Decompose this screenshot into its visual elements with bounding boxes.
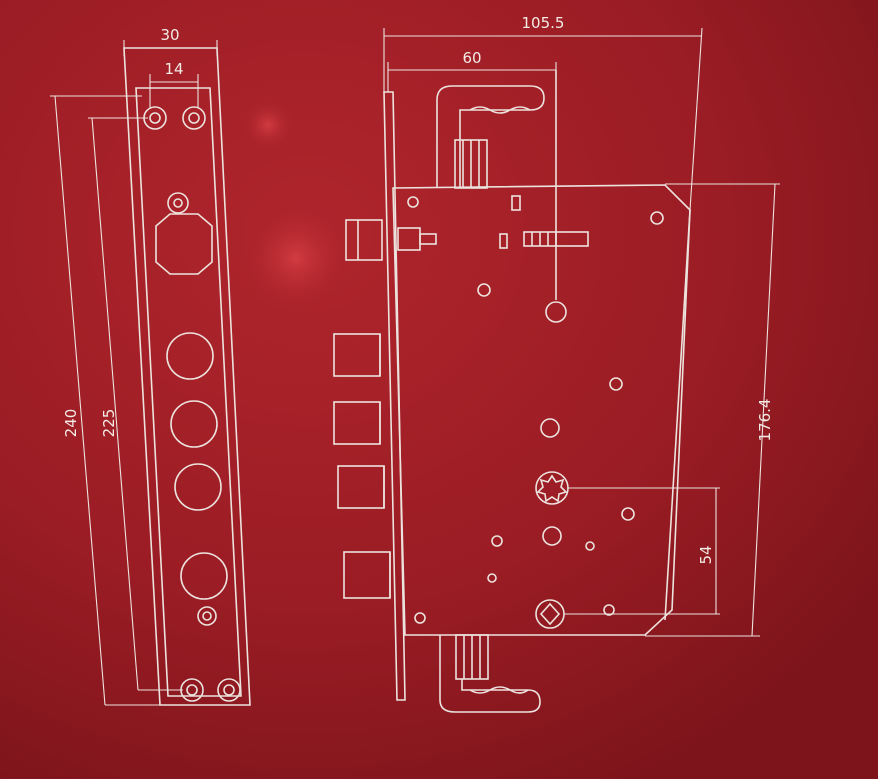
latch-bolt xyxy=(345,219,383,261)
screw-hole xyxy=(621,507,635,521)
bolt-hole xyxy=(170,400,218,448)
screw-hole-inner xyxy=(173,198,183,208)
lock-case-outline xyxy=(392,184,691,636)
faceplate-dimensions xyxy=(50,40,218,706)
screw-hole xyxy=(609,377,623,391)
faceplate-inner-outline xyxy=(135,87,242,697)
screw-hole-inner xyxy=(202,611,212,621)
screw-hole-inner xyxy=(149,112,161,124)
dim-label-hole-distance: 225 xyxy=(100,409,118,438)
dim-label-center-distance: 54 xyxy=(697,545,715,564)
lower-spindle-icon xyxy=(539,602,561,626)
screw-hole xyxy=(487,573,497,583)
handle-spindle-icon xyxy=(536,474,568,503)
dim-line-length xyxy=(54,95,106,706)
bolt-hole xyxy=(174,463,222,511)
screw-hole xyxy=(167,192,189,214)
cylinder-hole xyxy=(545,301,567,323)
dim-label-faceplate-width: 30 xyxy=(160,26,179,44)
bolt-hole xyxy=(180,552,228,600)
screw-hole xyxy=(650,211,664,225)
faceplate-view xyxy=(123,47,251,706)
dim-label-hole-spacing: 14 xyxy=(164,60,183,78)
screw-hole xyxy=(407,196,419,208)
dim-label-faceplate-length: 240 xyxy=(62,409,80,438)
screw-hole xyxy=(585,541,595,551)
dim-label-backset: 60 xyxy=(462,49,481,67)
lock-body-dimensions xyxy=(383,27,780,637)
screw-hole xyxy=(542,526,562,546)
screw-hole xyxy=(491,535,503,547)
dim-label-case-width: 105.5 xyxy=(522,14,565,32)
light-reflection xyxy=(244,206,348,310)
screw-hole-inner xyxy=(223,684,235,696)
upper-handle-shape xyxy=(436,85,545,188)
screw-hole xyxy=(197,606,217,626)
dim-line-hole-distance xyxy=(91,117,139,691)
screw-hole xyxy=(182,106,206,130)
dim-label-case-height: 176.4 xyxy=(756,399,774,442)
screw-hole xyxy=(477,283,491,297)
lock-body-view xyxy=(333,70,691,713)
screw-hole-inner xyxy=(186,684,198,696)
latch-cutout xyxy=(155,213,213,275)
screw-hole xyxy=(414,612,426,624)
screw-hole xyxy=(540,418,560,438)
front-plate-strip xyxy=(383,91,406,701)
light-reflection xyxy=(242,99,294,151)
screw-hole xyxy=(217,678,241,702)
dim-line-case-height xyxy=(751,183,776,637)
screw-hole xyxy=(603,604,615,616)
lower-handle-shape xyxy=(439,635,541,713)
bolt-hole xyxy=(166,332,214,380)
screw-hole-inner xyxy=(188,112,200,124)
